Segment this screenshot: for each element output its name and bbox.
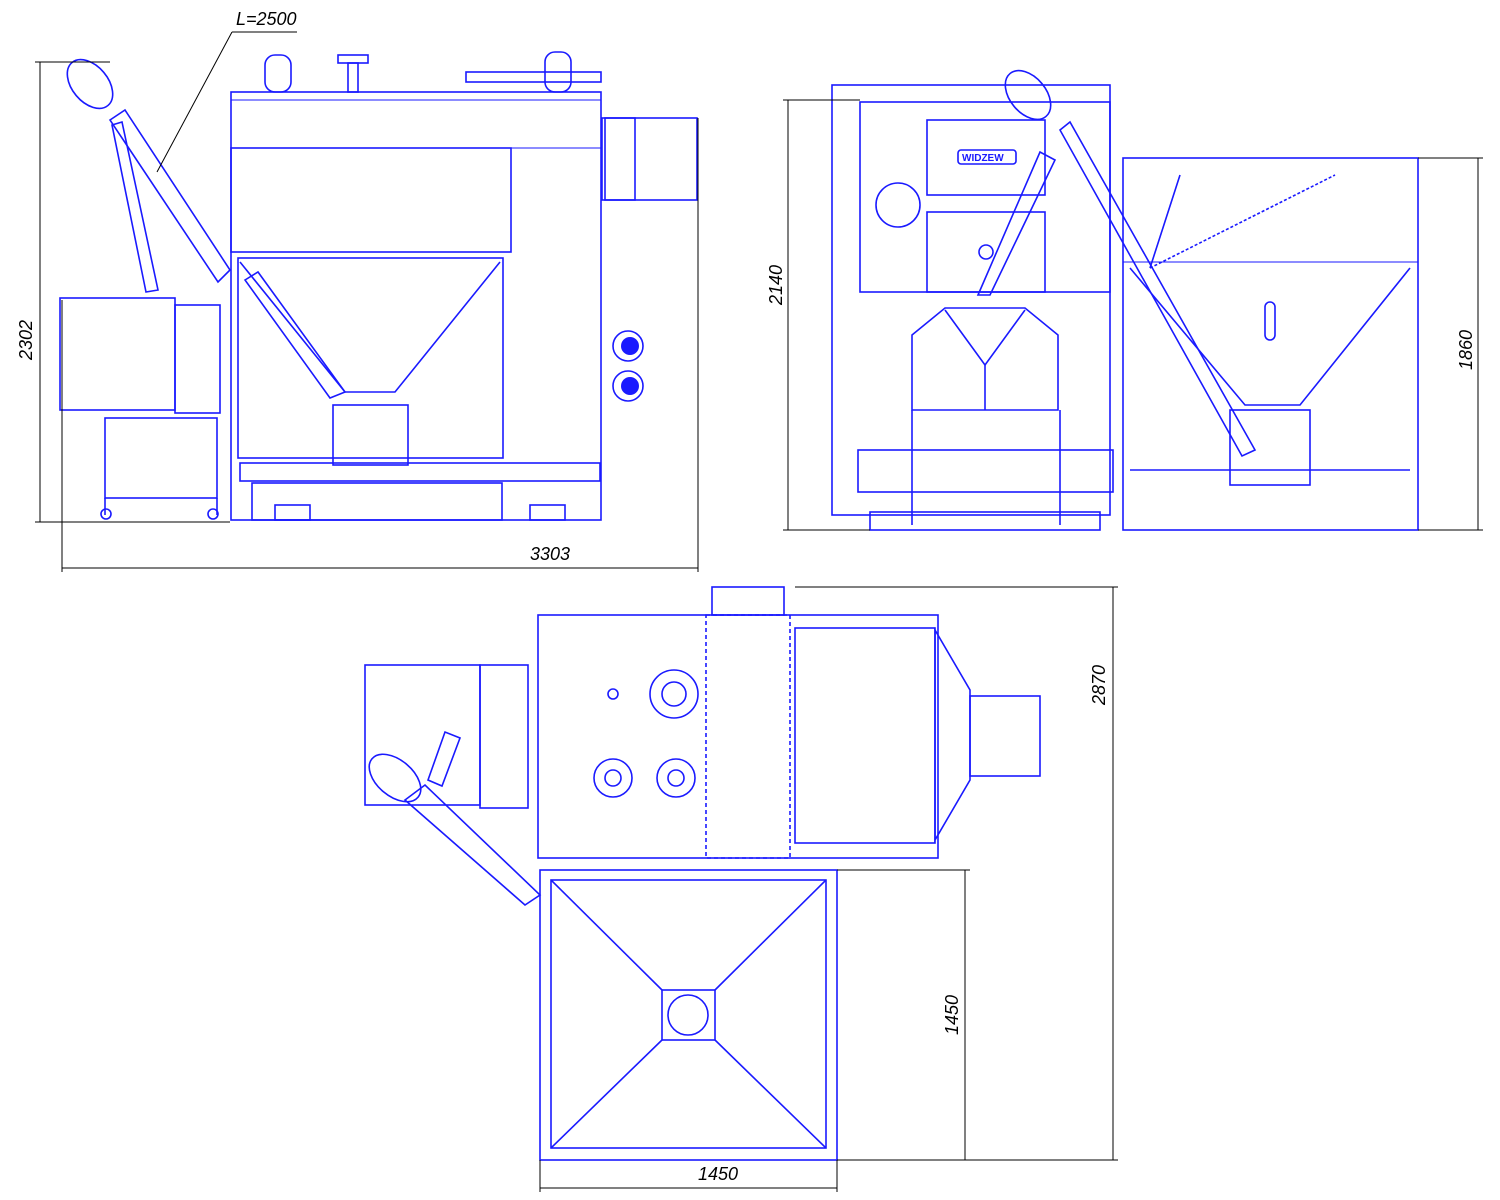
total-depth-label: 2870 xyxy=(1089,665,1109,706)
front-view: WIDZEW 2140 1860 xyxy=(766,69,1483,531)
side-view: L=2500 2302 3303 xyxy=(16,9,699,572)
side-length-label: 3303 xyxy=(530,544,570,564)
top-view: 2870 1450 1450 xyxy=(364,586,1118,1192)
hopper-height-label: 1860 xyxy=(1456,330,1476,370)
hopper-width-label: 1450 xyxy=(698,1164,738,1184)
brand-label: WIDZEW xyxy=(962,153,1004,164)
hopper-depth-label: 1450 xyxy=(942,995,962,1035)
front-height-label: 2140 xyxy=(766,265,786,306)
side-height-label: 2302 xyxy=(16,320,36,361)
auger-length-label: L=2500 xyxy=(236,9,297,29)
